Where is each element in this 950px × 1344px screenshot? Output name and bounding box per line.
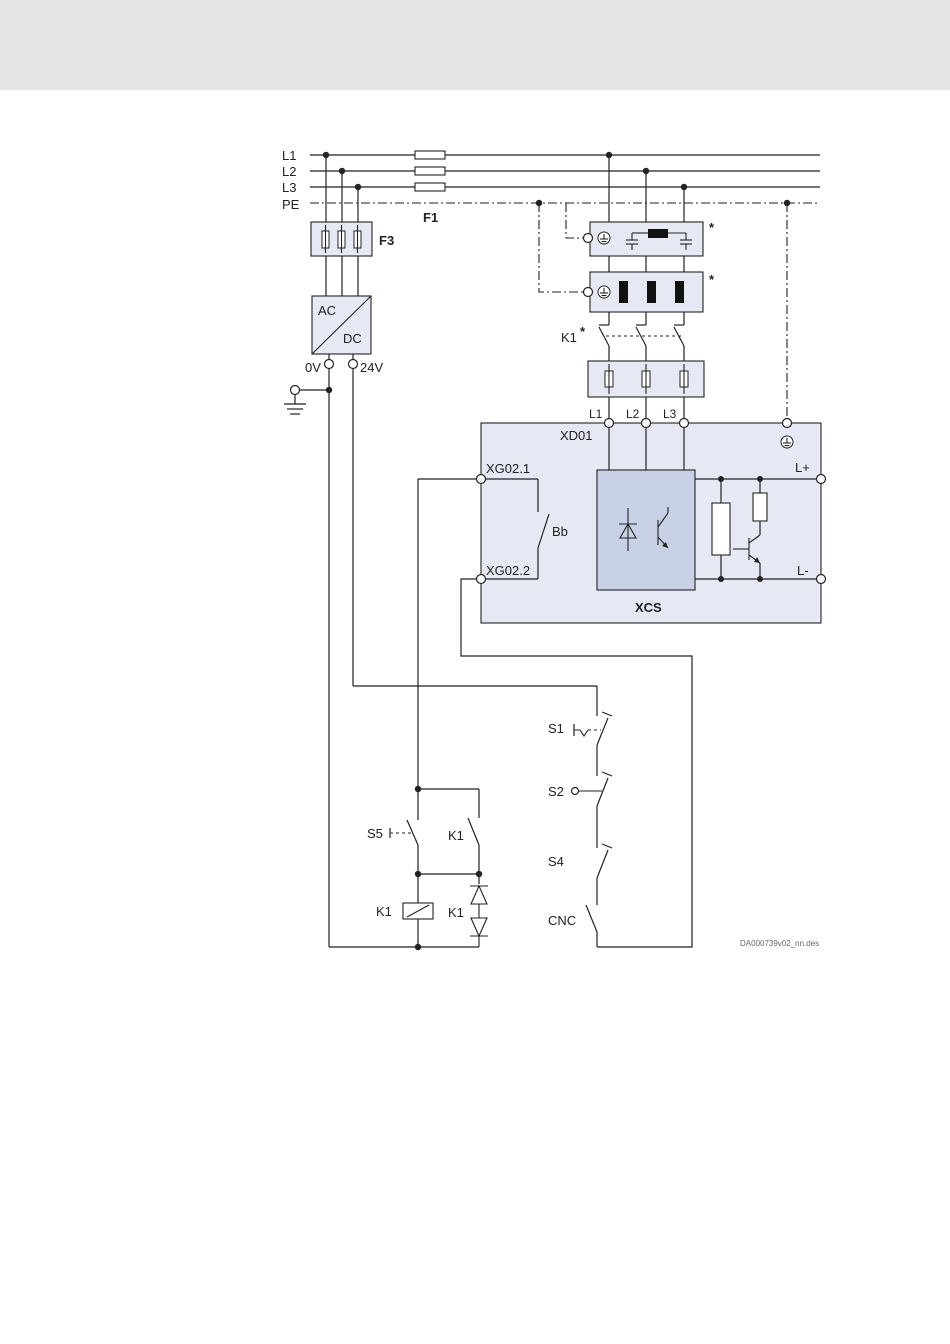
label-k1-diode: K1 [448, 905, 464, 920]
label-k1-contact: K1 [448, 828, 464, 843]
fuse-f3 [311, 222, 372, 256]
label-cnc: CNC [548, 913, 576, 928]
label-f3: F3 [379, 233, 394, 248]
label-xd-l3: L3 [663, 407, 677, 421]
terminal-24v [349, 360, 358, 369]
k1-hold-contact [468, 818, 479, 845]
label-lminus: L- [797, 563, 809, 578]
label-lplus: L+ [795, 460, 810, 475]
cnc-contact [586, 905, 597, 932]
k1-relay-coil [403, 903, 433, 919]
label-xd-l1: L1 [589, 407, 603, 421]
label-pe: PE [282, 197, 300, 212]
label-xcs: XCS [635, 600, 662, 615]
label-24v: 24V [360, 360, 383, 375]
terminal-lplus [817, 475, 826, 484]
label-xd-l2: L2 [626, 407, 640, 421]
label-s1: S1 [548, 721, 564, 736]
drive-fuses [588, 361, 704, 397]
s1-emergency-stop [574, 712, 612, 745]
label-0v: 0V [305, 360, 321, 375]
ground-terminal [291, 386, 300, 395]
label-l3: L3 [282, 180, 296, 195]
label-f1: F1 [423, 210, 438, 225]
emc-filter [584, 222, 704, 256]
asterisk-filter: * [709, 220, 715, 235]
ground-icon [284, 395, 306, 414]
label-s2: S2 [548, 784, 564, 799]
terminal-lminus [817, 575, 826, 584]
xcs-block [597, 470, 695, 590]
terminal-xg022 [477, 575, 486, 584]
label-xg021: XG02.1 [486, 461, 530, 476]
label-l1: L1 [282, 148, 296, 163]
k1-diode-icon [470, 886, 488, 947]
mains-lines [310, 155, 820, 203]
main-contactor-k1 [599, 325, 684, 346]
label-dc: DC [343, 331, 362, 346]
asterisk-k1: * [580, 324, 586, 339]
figure-code: DA000739v02_nn.des [740, 939, 819, 948]
fuse-f1 [415, 151, 445, 191]
label-ac: AC [318, 303, 336, 318]
brake-resistor-icon [753, 493, 767, 521]
asterisk-choke: * [709, 272, 715, 287]
label-bb: Bb [552, 524, 568, 539]
label-l2: L2 [282, 164, 296, 179]
s5-pushbutton [390, 820, 418, 845]
terminal-0v [325, 360, 334, 369]
terminal-xg021 [477, 475, 486, 484]
label-s5: S5 [367, 826, 383, 841]
label-k1-coil: K1 [376, 904, 392, 919]
mains-choke [584, 272, 704, 312]
label-k1-main: K1 [561, 330, 577, 345]
pe-ground-icon [781, 436, 793, 448]
resistor-icon [712, 503, 730, 555]
label-s4: S4 [548, 854, 564, 869]
label-xg022: XG02.2 [486, 563, 530, 578]
s2-switch [572, 772, 613, 806]
s4-switch [597, 844, 612, 878]
label-xd01: XD01 [560, 428, 593, 443]
